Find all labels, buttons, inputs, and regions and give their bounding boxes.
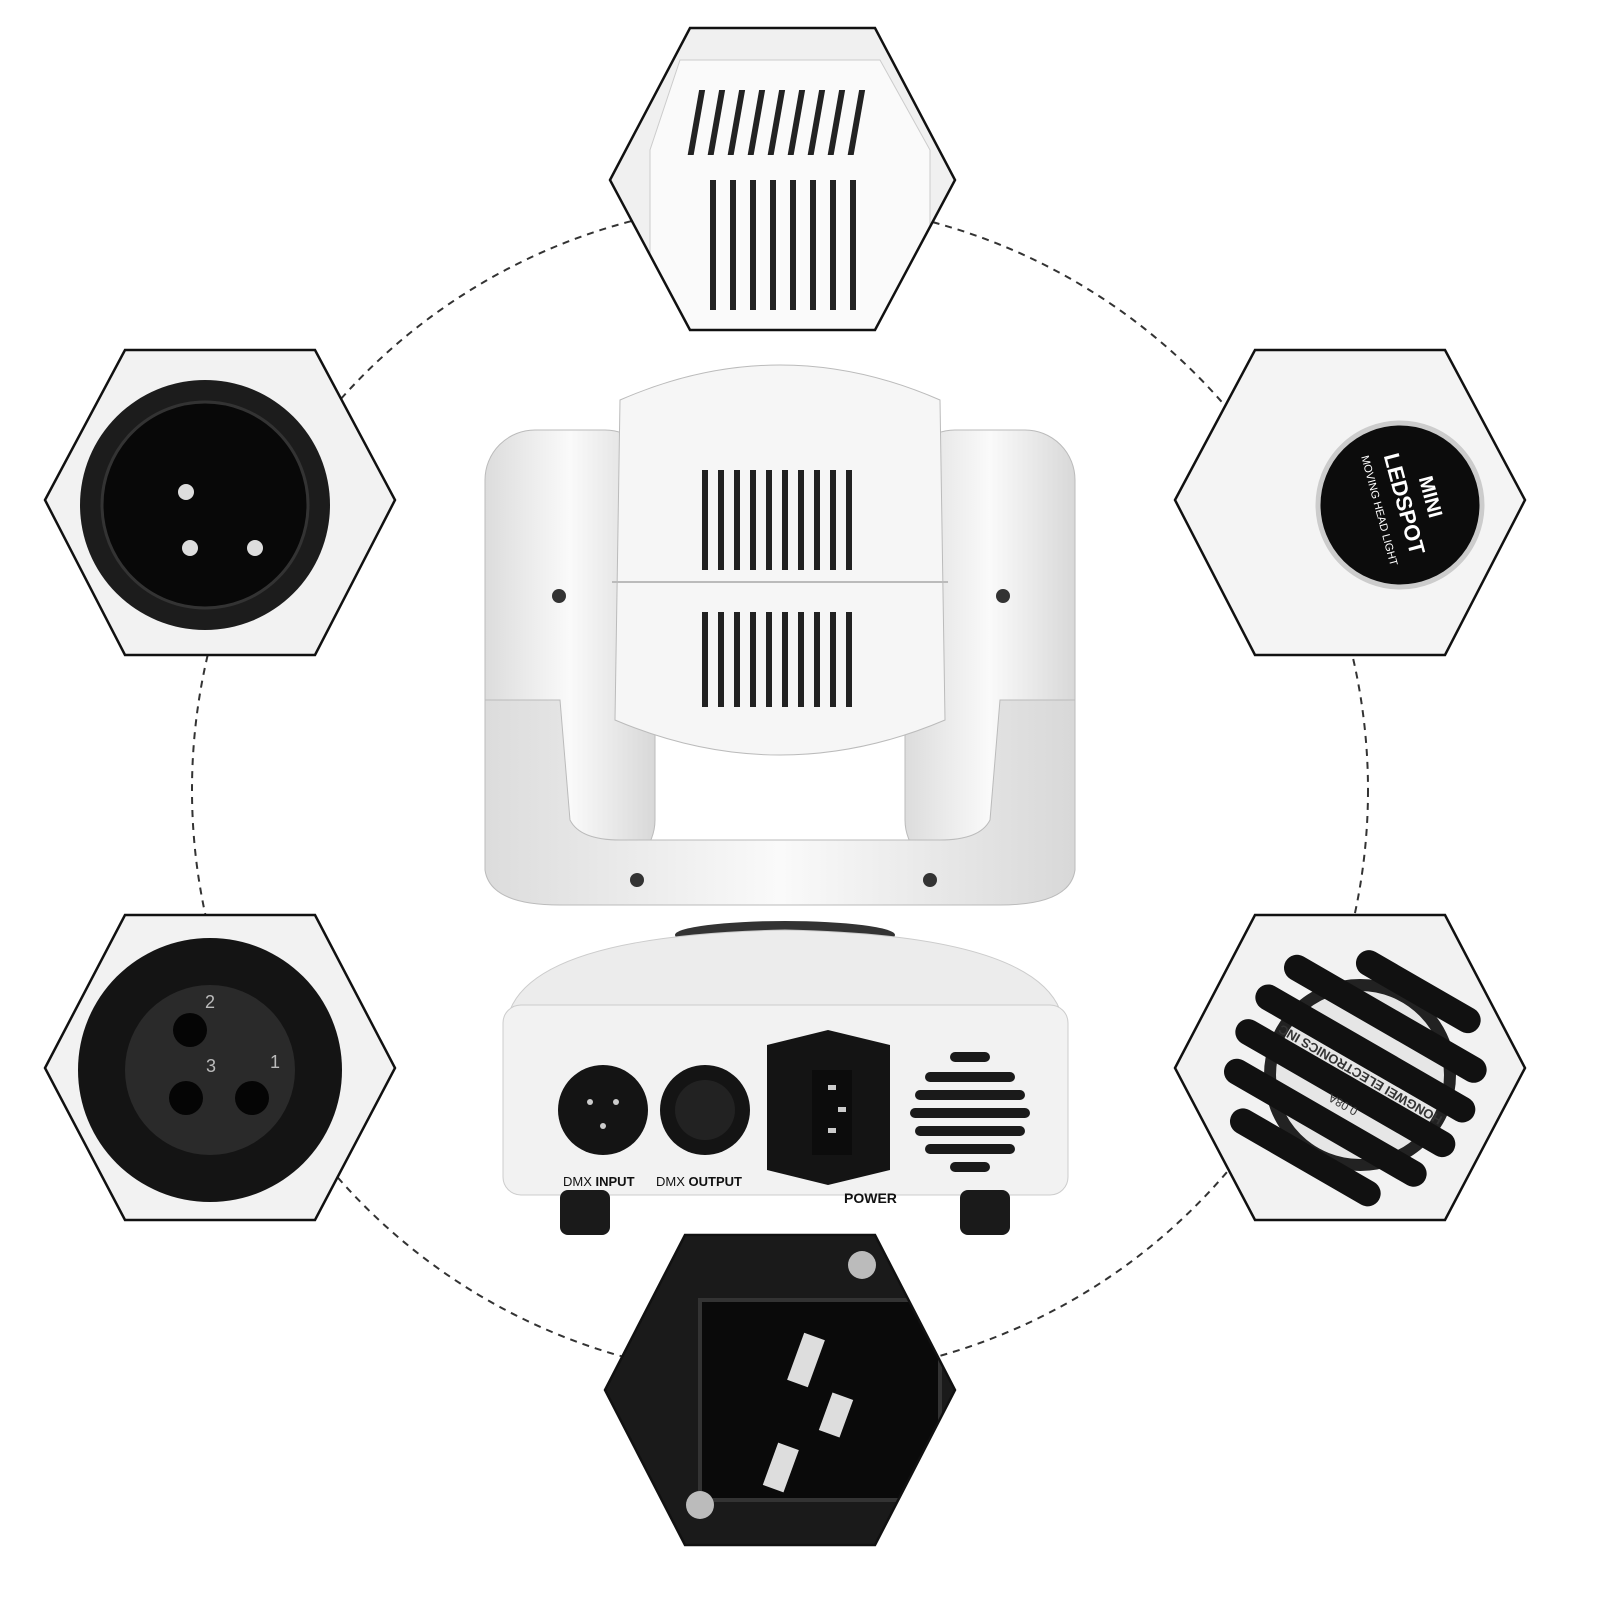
xlr-female-detail: 1 2 3 bbox=[45, 915, 395, 1220]
top-vents-detail bbox=[610, 28, 955, 330]
power-socket-detail bbox=[605, 1235, 955, 1545]
moving-head-light: DMX INPUT DMX OUTPUT POWER bbox=[484, 364, 1076, 1235]
power-label: POWER bbox=[844, 1190, 897, 1206]
head-vents bbox=[702, 470, 852, 707]
dmx-input-label: DMX INPUT bbox=[563, 1174, 635, 1189]
dmx-input-connector bbox=[558, 1065, 648, 1155]
xlr-male-detail bbox=[45, 350, 395, 655]
rear-fan-grille bbox=[910, 1052, 1030, 1172]
pin-1-label: 1 bbox=[270, 1052, 280, 1072]
dmx-output-label: DMX OUTPUT bbox=[656, 1174, 742, 1189]
pin-3-label: 3 bbox=[206, 1056, 216, 1076]
fan-detail: HONGWEI ELECTRONICS INC 0.08A bbox=[1175, 915, 1525, 1220]
pin-2-label: 2 bbox=[205, 992, 215, 1012]
badge-detail: MINI LEDSPOT MOVING HEAD LIGHT bbox=[1175, 350, 1525, 655]
